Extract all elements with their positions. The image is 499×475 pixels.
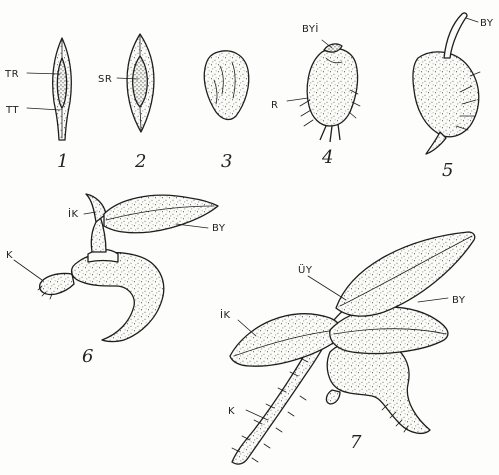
figure-2-seed-section: SR 2 bbox=[98, 34, 154, 172]
figure-7-developed-seedling: ÜY İK BY K 7 bbox=[220, 232, 475, 464]
label-by-7: BY bbox=[452, 295, 466, 306]
figure-number-2: 2 bbox=[134, 151, 146, 172]
label-by-6: BY bbox=[212, 223, 226, 234]
label-by: BY bbox=[480, 18, 494, 29]
label-ir: İK bbox=[220, 308, 231, 321]
label-byi: BYİ bbox=[302, 22, 319, 35]
figure-number-7: 7 bbox=[350, 432, 362, 453]
label-uy: ÜY bbox=[298, 263, 313, 276]
figure-3-seed: 3 bbox=[204, 51, 249, 172]
figure-number-6: 6 bbox=[82, 346, 93, 367]
figure-number-3: 3 bbox=[221, 151, 232, 172]
figure-number-5: 5 bbox=[442, 160, 453, 181]
label-sr: SR bbox=[98, 74, 112, 85]
label-k-7: K bbox=[228, 406, 235, 417]
figure-4-germinating-seed: BYİ R 4 bbox=[271, 22, 360, 168]
label-r: R bbox=[271, 100, 278, 111]
figure-5-emerging-seedling: BY 5 bbox=[413, 13, 494, 181]
figure-6-young-seedling: İK BY K 6 bbox=[6, 194, 226, 367]
label-tt: TT bbox=[5, 105, 19, 116]
figure-1-seed-section: TR TT 1 bbox=[4, 38, 71, 172]
figure-number-4: 4 bbox=[321, 147, 333, 168]
figure-number-1: 1 bbox=[57, 151, 68, 172]
label-k-6: K bbox=[6, 250, 13, 261]
label-ik-6: İK bbox=[68, 207, 79, 220]
label-tr: TR bbox=[4, 69, 19, 80]
